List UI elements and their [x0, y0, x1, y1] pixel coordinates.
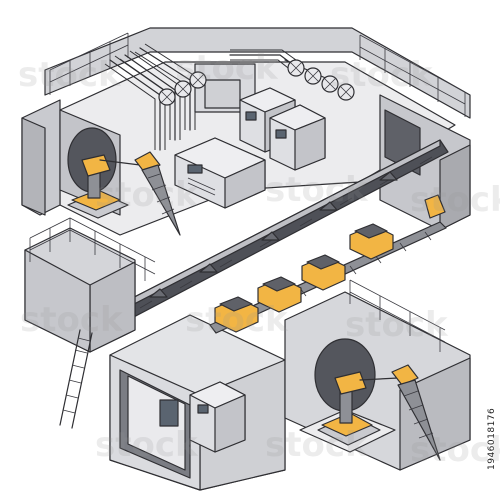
mine-cart-icon [214, 296, 259, 333]
ventilation-fan-icon [321, 75, 339, 93]
mine-cart-icon [349, 223, 394, 260]
ventilation-fans [158, 59, 355, 106]
ventilation-fan-icon [337, 83, 355, 101]
generator-icon [269, 104, 326, 171]
mine-cart-icon [301, 254, 346, 291]
control-panel [159, 399, 179, 427]
ladder-icon [59, 329, 93, 429]
ventilation-fan-icon [174, 80, 192, 98]
conveyor-belt [79, 139, 449, 341]
lower-level [24, 227, 471, 491]
lower-railings [29, 217, 446, 352]
generator-icon [174, 137, 266, 209]
mine-cart-icon [257, 276, 302, 313]
drill-machine-icon [317, 364, 441, 461]
upper-railings [49, 32, 466, 117]
ventilation-fan-icon [189, 71, 207, 89]
stock-id-label: 1946018176 [487, 407, 497, 470]
drill-machine-icon [67, 151, 181, 236]
ventilation-fan-icon [287, 59, 305, 77]
mine-carts [214, 223, 394, 333]
upper-generators [174, 87, 326, 209]
ventilation-fan-icon [304, 67, 322, 85]
ventilation-fan-icon [158, 88, 176, 106]
generator-icon [189, 381, 246, 453]
